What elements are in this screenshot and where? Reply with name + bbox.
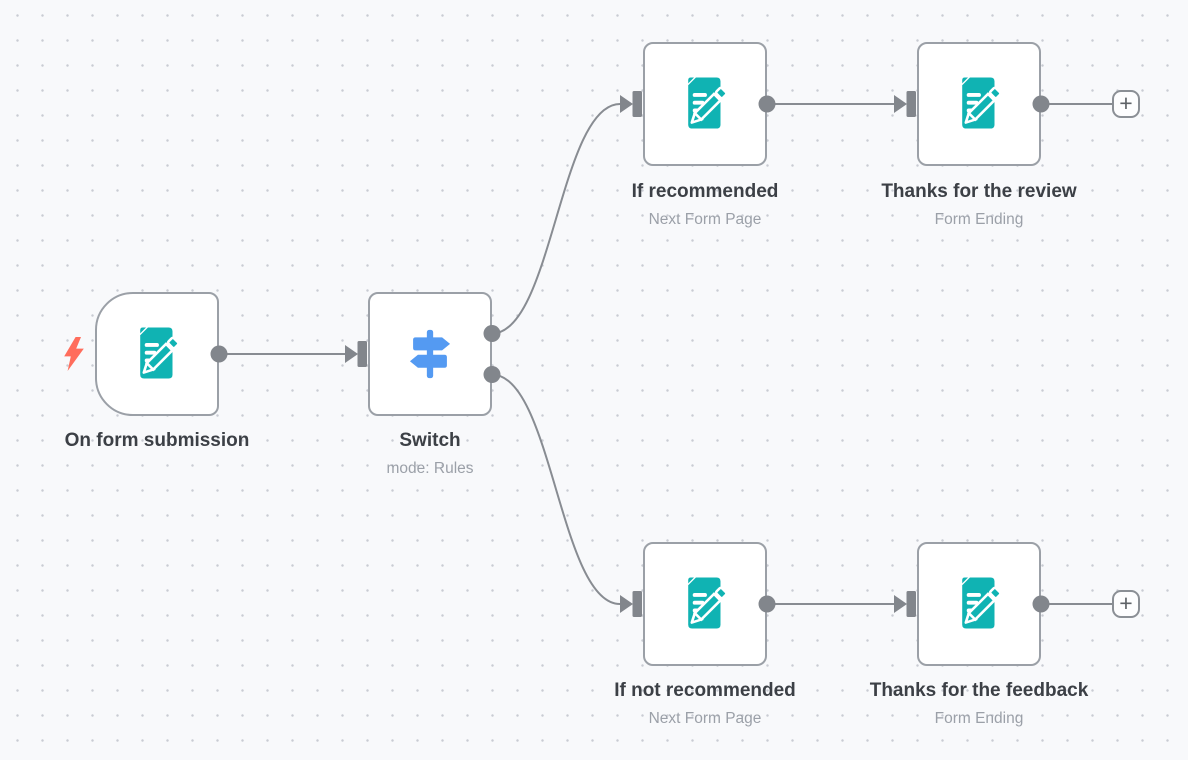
node-subtitle: Next Form Page (648, 710, 762, 727)
connection-switch-to-if-not-recommended[interactable] (491, 373, 621, 605)
output-port[interactable] (1032, 595, 1050, 613)
output-port[interactable] (758, 95, 776, 113)
output-port[interactable] (210, 345, 228, 363)
node-title: On form submission (64, 430, 250, 451)
node-label-on-form-submission: On form submission (65, 428, 250, 454)
output-port[interactable] (483, 325, 501, 342)
input-port (345, 341, 367, 367)
input-port (894, 91, 916, 117)
node-label-if-recommended: If recommended Next Form Page (632, 179, 779, 233)
node-subtitle: Form Ending (934, 710, 1024, 727)
input-port (620, 91, 642, 117)
input-port (620, 591, 642, 617)
output-port[interactable] (758, 595, 776, 613)
node-if-recommended[interactable] (643, 42, 767, 166)
node-label-thanks-for-the-review: Thanks for the review Form Ending (881, 179, 1076, 233)
node-thanks-for-the-feedback[interactable] (917, 542, 1041, 666)
node-label-if-not-recommended: If not recommended Next Form Page (614, 678, 796, 732)
node-subtitle: Form Ending (934, 211, 1024, 228)
node-title: Thanks for the review (881, 181, 1077, 202)
node-subtitle: mode: Rules (386, 460, 474, 477)
node-label-thanks-for-the-feedback: Thanks for the feedback Form Ending (870, 678, 1089, 732)
connection-switch-to-if-recommended[interactable] (491, 103, 621, 335)
input-port (894, 591, 916, 617)
output-port[interactable] (483, 366, 501, 383)
node-on-form-submission[interactable] (95, 292, 219, 416)
add-node-button[interactable]: + (1112, 590, 1140, 618)
node-if-not-recommended[interactable] (643, 542, 767, 666)
add-node-button[interactable]: + (1112, 90, 1140, 118)
output-port[interactable] (1032, 95, 1050, 113)
node-title: Thanks for the feedback (869, 680, 1089, 701)
node-subtitle: Next Form Page (648, 211, 762, 228)
node-title: If not recommended (614, 680, 796, 701)
node-switch[interactable] (368, 292, 492, 416)
plus-icon: + (1119, 589, 1133, 616)
node-title: Switch (399, 430, 461, 451)
node-title: If recommended (631, 181, 779, 202)
plus-icon: + (1119, 89, 1133, 116)
node-label-switch: Switch mode: Rules (386, 428, 473, 482)
